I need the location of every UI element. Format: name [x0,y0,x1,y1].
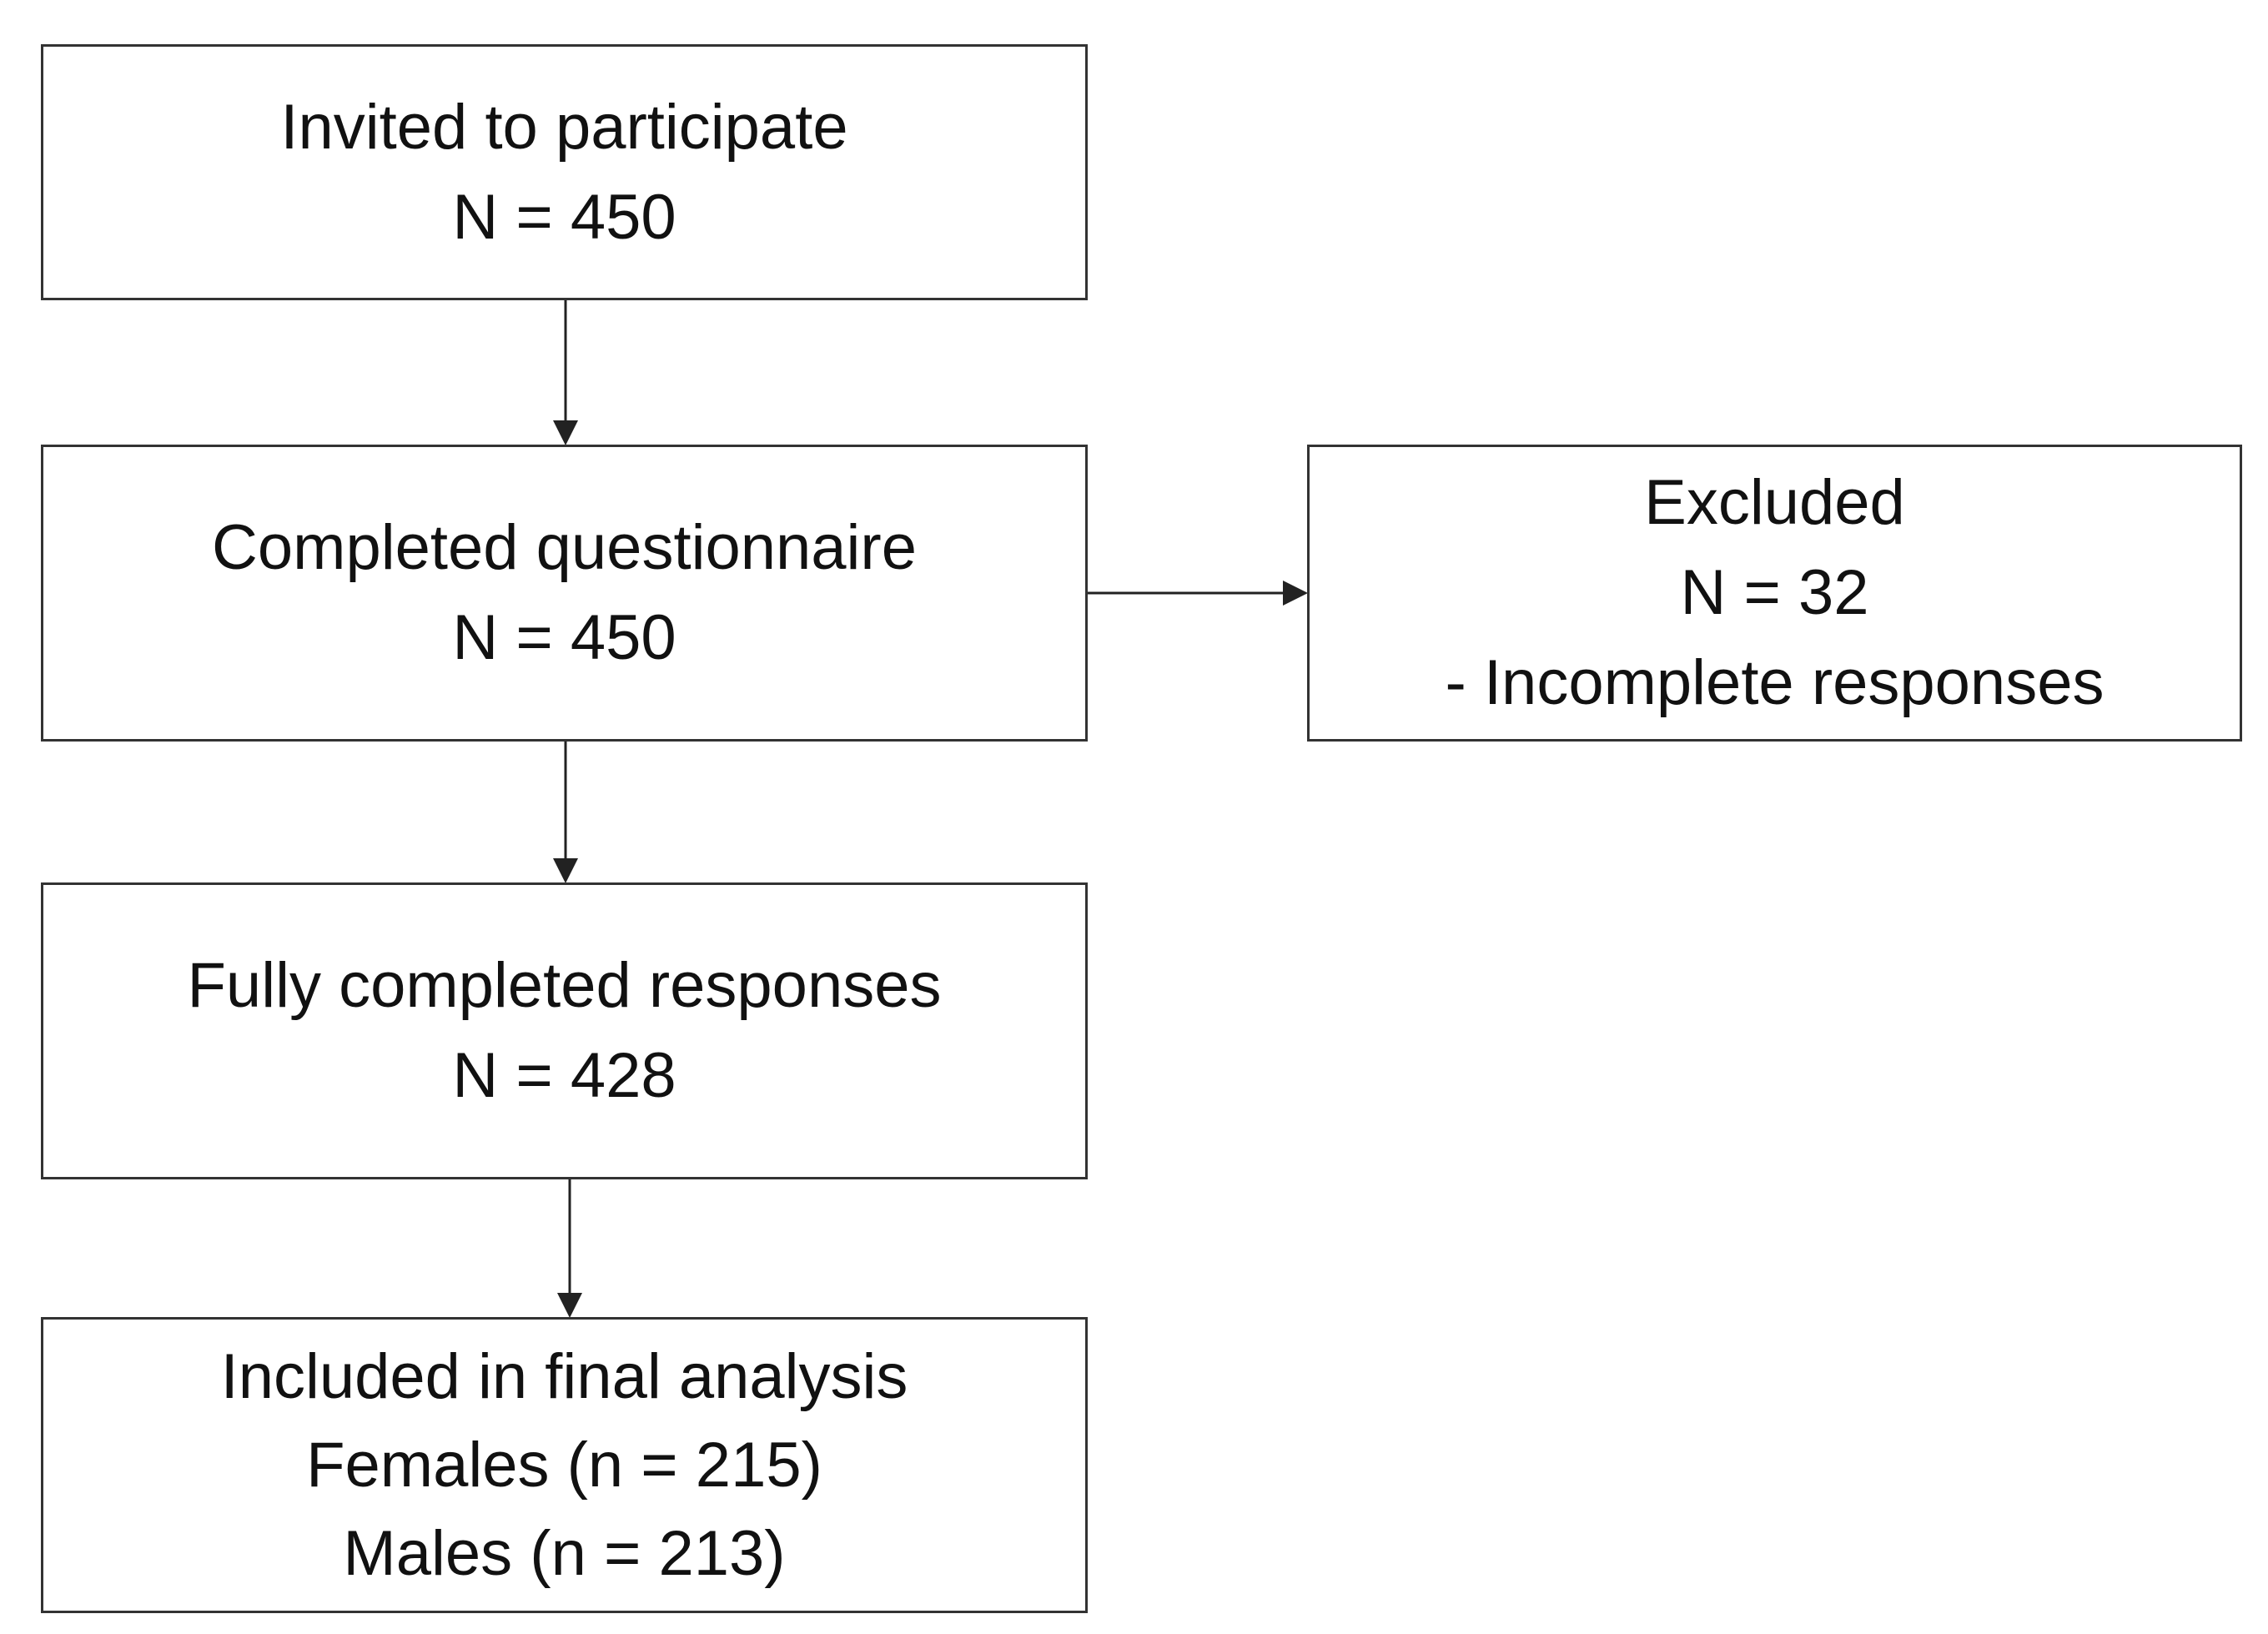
node-invited: Invited to participate N = 450 [41,44,1088,300]
node-included: Included in final analysis Females (n = … [41,1317,1088,1613]
node-included-females: Females (n = 215) [306,1429,822,1501]
node-invited-title: Invited to participate [280,91,848,163]
node-completed: Completed questionnaire N = 450 [41,445,1088,742]
node-invited-count: N = 450 [452,181,676,253]
node-completed-count: N = 450 [452,602,676,673]
node-excluded-reason: - Incomplete responses [1445,647,2105,718]
node-fully-completed-count: N = 428 [452,1040,676,1111]
node-excluded: Excluded N = 32 - Incomplete responses [1307,445,2242,742]
node-included-males: Males (n = 213) [343,1517,786,1589]
node-fully-completed: Fully completed responses N = 428 [41,882,1088,1179]
node-completed-title: Completed questionnaire [212,512,917,583]
node-fully-completed-title: Fully completed responses [187,950,942,1021]
node-included-title: Included in final analysis [220,1340,908,1412]
node-excluded-title: Excluded [1644,467,1905,538]
node-excluded-count: N = 32 [1680,557,1869,628]
